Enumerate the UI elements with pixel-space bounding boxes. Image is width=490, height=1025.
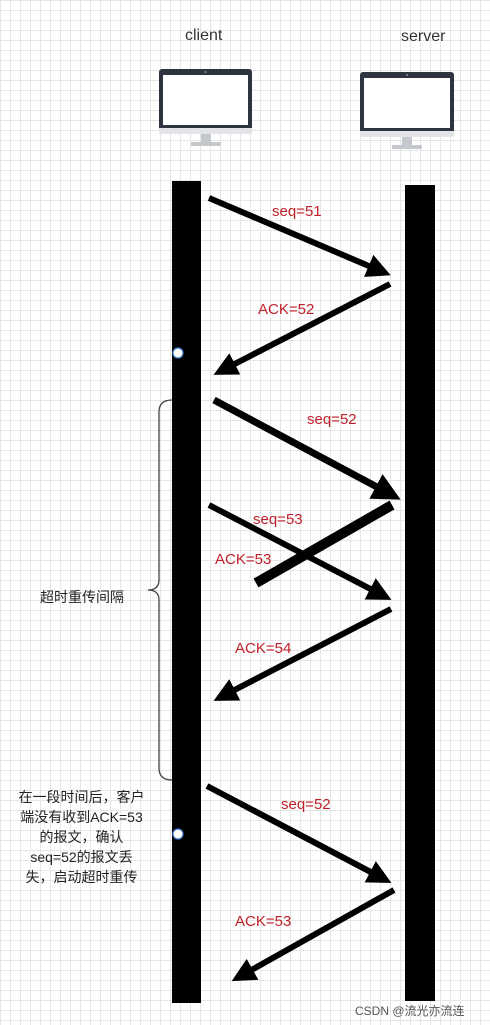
message-label: ACK=53 (215, 551, 272, 568)
arrow-seq-52 (212, 396, 401, 500)
message-label: ACK=54 (235, 640, 292, 657)
message-label: ACK=52 (258, 301, 315, 318)
server-lifeline (405, 185, 435, 1001)
client-label: client (185, 27, 223, 44)
arrow-ack-52 (213, 281, 392, 375)
message-label: seq=52 (307, 411, 357, 428)
client-lifeline (172, 181, 201, 1003)
server-label: server (401, 28, 446, 45)
explanation-line: seq=52的报文丢 (30, 849, 133, 865)
explanation-line: 端没有收到ACK=53 (20, 809, 143, 825)
arrow-ack-53-final (231, 887, 396, 982)
client-dot-bottom (172, 828, 184, 840)
arrow-ack-53-lost (253, 500, 395, 588)
client-dot-top (172, 347, 184, 359)
arrow-seq-52-retransmit (205, 783, 392, 883)
arrow-seq-51 (207, 195, 391, 277)
message-label: ACK=53 (235, 913, 292, 930)
explanation-note: 在一段时间后，客户 端没有收到ACK=53 的报文，确认 seq=52的报文丢 … (4, 787, 159, 887)
timeout-brace (147, 399, 173, 781)
explanation-line: 在一段时间后，客户 (18, 789, 145, 805)
message-label: seq=52 (281, 796, 331, 813)
message-label: seq=53 (253, 511, 303, 528)
message-label: seq=51 (272, 203, 322, 220)
arrow-seq-53 (207, 502, 392, 600)
watermark: CSDN @流光亦流连 (355, 1004, 465, 1018)
client-monitor-icon (159, 69, 252, 146)
arrow-ack-54 (213, 606, 393, 701)
explanation-line: 失，启动超时重传 (25, 869, 138, 885)
timeout-interval-label: 超时重传间隔 (40, 589, 124, 605)
explanation-line: 的报文，确认 (39, 829, 124, 845)
server-monitor-icon (360, 72, 454, 149)
